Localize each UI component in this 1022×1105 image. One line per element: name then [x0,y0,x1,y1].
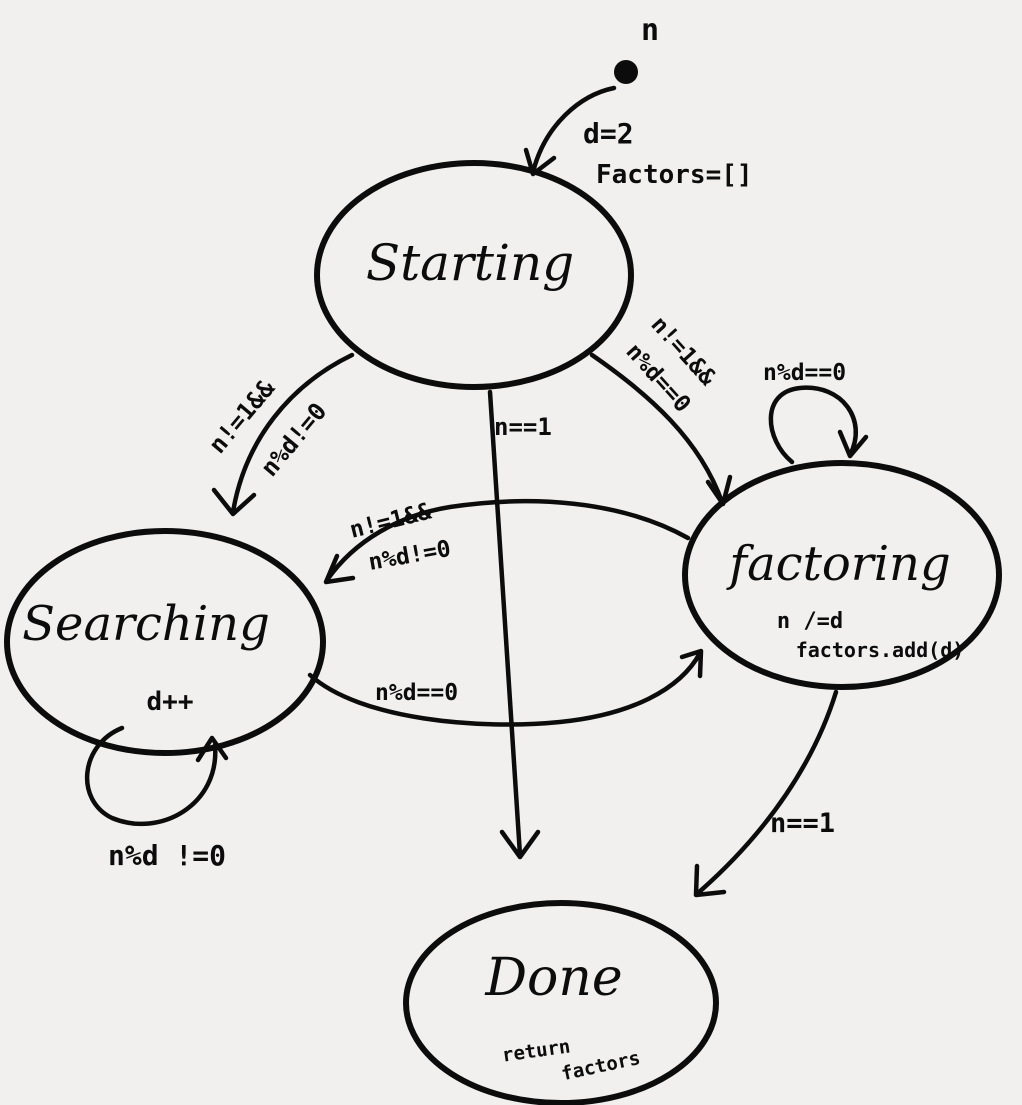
state-done-label: Done [484,948,622,1008]
state-done-action-return: return [501,1035,572,1066]
edge-starting-to-done-label: n==1 [494,413,552,441]
init-actions: d=2 Factors=[] [583,117,753,190]
state-factoring-circle [682,460,1002,690]
edge-starting-to-searching: n!=1&& n%d!=0 [203,352,355,517]
edge-starting-to-factoring-line [589,352,725,505]
edge-starting-to-factoring: n!=1&& n%d==0 [589,312,733,507]
edge-factoring-to-searching: n!=1&& n%d!=0 [323,498,691,585]
edge-searching-self-line [85,725,218,827]
edge-starting-to-factoring-arrowhead [705,474,733,507]
edge-factoring-self: n%d==0 [763,360,869,465]
state-starting-label: Starting [366,234,574,292]
edge-factoring-self-arrowhead [837,429,869,459]
state-searching: Searching d++ [4,528,326,756]
edge-starting-to-done-arrowhead [499,829,541,860]
edge-factoring-to-searching-line [324,498,691,583]
state-searching-circle [4,528,326,756]
initial-dot [614,60,638,84]
edge-searching-to-factoring: n%d==0 [307,648,704,727]
edge-starting-to-done-line [487,389,523,858]
state-starting-circle [314,160,634,390]
edge-searching-to-factoring-arrowhead [679,648,704,679]
edge-factoring-to-done-line [695,689,839,896]
edge-searching-self-arrowhead [195,735,229,763]
state-starting: Starting [314,160,634,390]
state-done: Done return factors [403,900,719,1105]
edge-starting-to-done: n==1 [487,389,552,860]
init-action-d: d=2 [583,117,634,150]
edge-starting-to-searching-label-2: n%d!=0 [255,397,332,481]
edge-factoring-to-searching-arrowhead [323,553,356,585]
edge-searching-to-factoring-label: n%d==0 [375,680,458,706]
state-factoring-label: factoring [726,536,950,592]
edge-factoring-to-done-arrowhead [693,863,727,898]
state-factoring: factoring n /=d factors.add(d) [682,460,1002,690]
init-to-starting-edge [530,85,617,175]
edge-factoring-self-label: n%d==0 [763,360,846,386]
initial-state: n [614,13,659,84]
edge-factoring-to-searching-label-2: n%d!=0 [367,536,453,576]
state-searching-action: d++ [147,687,194,717]
input-label: n [641,13,659,48]
edge-factoring-to-done: n==1 [693,689,839,898]
state-done-circle [403,900,719,1105]
state-done-action-factors: factors [559,1047,642,1085]
edge-factoring-to-searching-label-1: n!=1&& [347,498,434,543]
state-factoring-action-add: factors.add(d) [796,638,965,662]
init-action-factors: Factors=[] [596,160,753,190]
edge-factoring-to-done-label: n==1 [770,808,835,839]
edge-factoring-self-line [768,385,858,465]
state-factoring-action-divide: n /=d [777,609,843,634]
edge-starting-to-searching-line [230,352,355,515]
state-searching-label: Searching [22,596,270,652]
edge-searching-to-factoring-line [307,650,703,727]
edge-searching-self-label: n%d !=0 [108,839,226,872]
edge-starting-to-searching-arrowhead [211,487,257,517]
edge-searching-self: n%d !=0 [85,725,229,872]
